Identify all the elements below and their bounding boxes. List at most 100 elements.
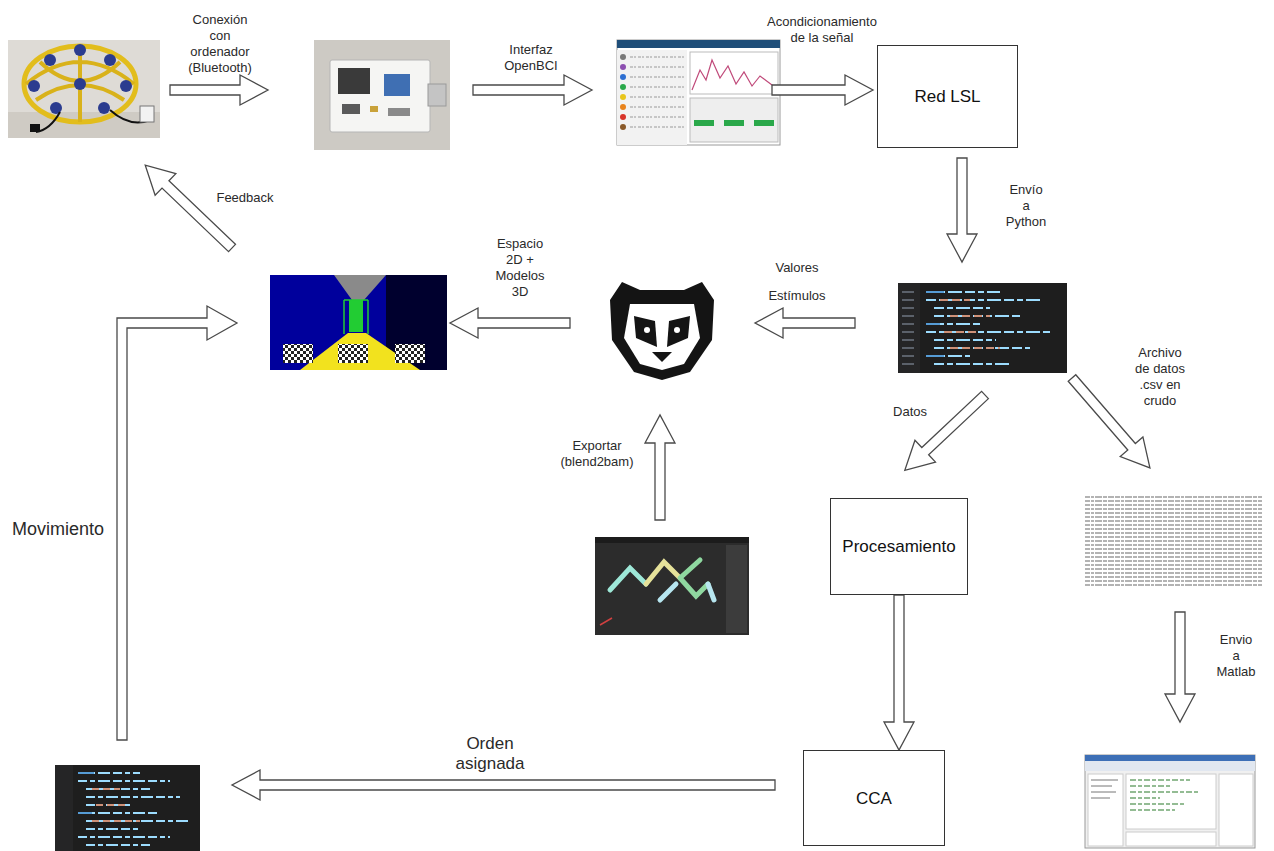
matlab-screenshot bbox=[1085, 755, 1255, 848]
blender-screenshot bbox=[660, 584, 714, 600]
code-screenshot bbox=[902, 292, 914, 364]
arrow-label: Movimiento bbox=[6, 518, 110, 540]
eeg-headset-photo bbox=[74, 44, 86, 56]
matlab-screenshot bbox=[1085, 761, 1255, 771]
eeg-headset-photo bbox=[24, 46, 136, 122]
matlab-screenshot bbox=[1085, 755, 1255, 848]
usb-dongle-photo bbox=[342, 104, 360, 114]
eeg-headset-photo bbox=[30, 124, 40, 132]
eeg-headset-photo bbox=[104, 54, 116, 66]
blender-screenshot bbox=[595, 537, 749, 635]
panda-logo bbox=[624, 304, 700, 370]
gui-screenshot bbox=[620, 54, 626, 60]
code-screenshot bbox=[940, 300, 1000, 348]
game-screenshot bbox=[349, 300, 363, 332]
gui-screenshot bbox=[620, 84, 626, 90]
game-screenshot bbox=[270, 275, 447, 370]
block-arrow bbox=[117, 75, 1195, 800]
box-label: Red LSL bbox=[914, 86, 980, 107]
block-arrow bbox=[884, 595, 914, 750]
gui-screenshot bbox=[620, 94, 626, 100]
block-arrow bbox=[772, 75, 873, 105]
panda-logo bbox=[634, 316, 657, 347]
arrow-label: Exportar (blend2bam) bbox=[557, 438, 637, 470]
gui-screenshot bbox=[620, 124, 626, 130]
block-arrow bbox=[232, 770, 775, 800]
arrow-label: Envio a Matlab bbox=[1216, 632, 1256, 680]
arrow-label: Espacio 2D + Modelos 3D bbox=[492, 236, 548, 300]
blender-screenshot bbox=[595, 537, 749, 543]
arrow-label: Datos bbox=[880, 404, 940, 420]
arrow-label: Acondicionamiento de la señal bbox=[760, 14, 884, 46]
block-arrow bbox=[135, 154, 242, 259]
gui-screenshot bbox=[620, 64, 626, 70]
eeg-headset-photo bbox=[98, 102, 110, 114]
game-screenshot bbox=[334, 275, 386, 300]
matlab-screenshot bbox=[1091, 780, 1118, 798]
eeg-headset-photo bbox=[120, 80, 132, 92]
blender-screenshot bbox=[646, 562, 680, 584]
arrow-label: Valores bbox=[752, 260, 842, 276]
usb-dongle-photo bbox=[370, 106, 378, 112]
panda-logo bbox=[652, 352, 672, 362]
blender-screenshot bbox=[610, 568, 646, 590]
usb-dongle-photo bbox=[330, 60, 430, 132]
code-screenshot bbox=[898, 283, 1067, 373]
gui-screenshot bbox=[694, 120, 714, 126]
eeg-headset-photo bbox=[28, 80, 40, 92]
gui-screenshot bbox=[620, 104, 626, 110]
blender-screenshot bbox=[726, 545, 747, 633]
process-box: CCA bbox=[803, 750, 945, 846]
block-arrow bbox=[1165, 612, 1195, 722]
arrow-label: Feedback bbox=[205, 190, 285, 206]
matlab-screenshot bbox=[1126, 832, 1216, 846]
gui-screenshot bbox=[620, 74, 626, 80]
usb-dongle-photo bbox=[428, 84, 446, 106]
block-arrow bbox=[117, 306, 237, 740]
code-screenshot bbox=[926, 292, 1050, 364]
usb-dongle-photo bbox=[384, 74, 410, 96]
matlab-screenshot bbox=[1130, 780, 1200, 810]
raw-data-text bbox=[1085, 497, 1262, 585]
block-arrow bbox=[473, 75, 592, 105]
gui-screenshot bbox=[754, 120, 774, 126]
eeg-headset-photo bbox=[140, 106, 154, 122]
game-screenshot bbox=[270, 275, 447, 370]
eeg-headset-photo bbox=[8, 40, 160, 138]
eeg-headset-photo bbox=[74, 78, 86, 90]
eeg-headset-photo bbox=[36, 110, 150, 132]
code-screenshot bbox=[55, 765, 73, 851]
gui-screenshot bbox=[630, 57, 684, 127]
blender-screenshot bbox=[595, 537, 749, 635]
matlab-screenshot bbox=[1085, 755, 1255, 761]
block-arrow bbox=[947, 158, 977, 262]
blender-screenshot bbox=[600, 618, 612, 625]
matlab-screenshot bbox=[1126, 774, 1216, 829]
gui-screenshot bbox=[617, 50, 687, 145]
arrow-label: Conexión con ordenador (Bluetooth) bbox=[184, 12, 256, 76]
blender-screenshot bbox=[680, 560, 708, 596]
code-screenshot bbox=[92, 789, 140, 821]
usb-dongle-photo bbox=[314, 40, 450, 150]
eeg-headset-photo bbox=[8, 40, 160, 138]
arrow-label: Envío a Python bbox=[1005, 182, 1047, 230]
usb-dongle-photo bbox=[314, 40, 450, 150]
code-screenshot bbox=[55, 765, 200, 851]
gui-screenshot bbox=[617, 40, 780, 48]
gui-screenshot bbox=[692, 60, 776, 90]
game-screenshot bbox=[395, 344, 425, 363]
arrow-label: Archivo de datos .csv en crudo bbox=[1135, 345, 1185, 409]
arrow-label: Orden asignada bbox=[450, 734, 530, 774]
code-screenshot bbox=[78, 773, 94, 813]
arrow-label: Estímulos bbox=[752, 288, 842, 304]
panda-logo bbox=[610, 282, 714, 380]
block-arrow bbox=[895, 384, 996, 481]
code-screenshot bbox=[926, 292, 944, 356]
block-arrow bbox=[755, 308, 855, 338]
code-screenshot bbox=[898, 283, 1067, 373]
